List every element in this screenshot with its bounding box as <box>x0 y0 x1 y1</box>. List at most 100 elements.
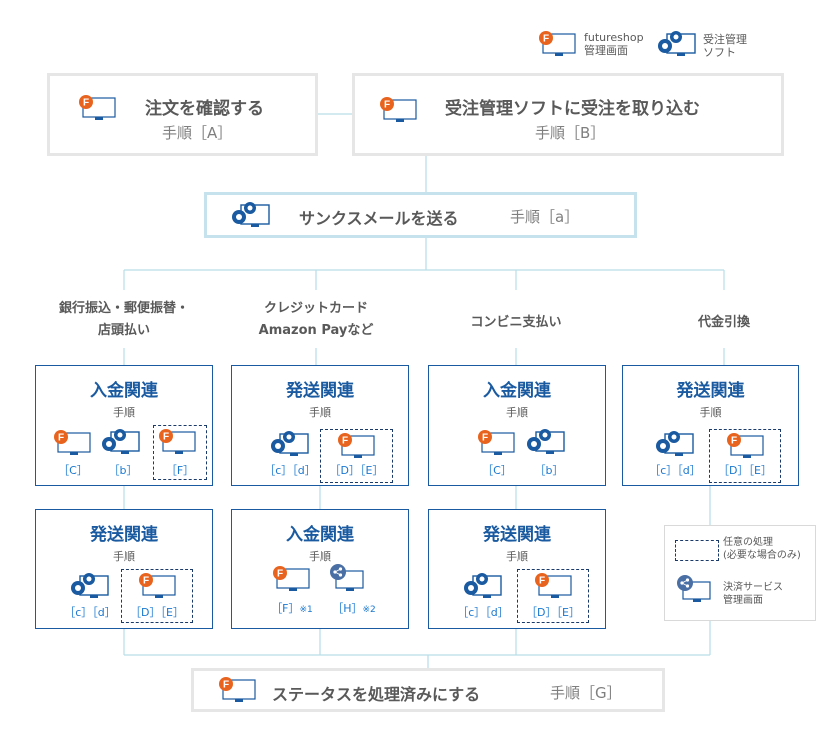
col2-bottom-title: 入金関連 <box>286 525 354 545</box>
payment-service-monitor-icon <box>673 574 713 608</box>
futureshop-monitor-icon: F <box>158 428 198 460</box>
order-software-gear-icon <box>68 570 112 606</box>
legend-optional-swatch <box>675 540 719 561</box>
col2-bottom-label-h: ［H］※2 <box>324 600 384 616</box>
optional-frame: F ［D］［E］ <box>709 429 781 483</box>
col4-shipping-box: 発送関連 手順 ［c］［d］ F ［D］［E］ <box>622 365 799 486</box>
thanks-mail-box: サンクスメールを送る 手順［a］ <box>204 192 637 238</box>
col2-bottom-label-f-text: ［F］ <box>271 602 300 615</box>
svg-text:F: F <box>342 436 348 447</box>
col1-bottom-title: 発送関連 <box>90 525 158 545</box>
legend-soft-label-2: ソフト <box>703 46 736 59</box>
order-software-gear-icon <box>99 426 143 462</box>
legend-futureshop-label-2: 管理画面 <box>584 44 628 57</box>
order-software-gear-icon <box>653 428 697 464</box>
futureshop-monitor-icon: F <box>272 565 312 597</box>
futureshop-monitor-icon: F <box>53 429 93 461</box>
branch-cash-on-delivery: 代金引換 <box>697 315 750 330</box>
step-a-box: F 注文を確認する 手順［A］ <box>47 73 318 156</box>
legend-payment-label-2: 管理画面 <box>723 595 763 606</box>
col2-top-sub: 手順 <box>309 406 331 419</box>
step-a-title: 注文を確認する <box>145 99 264 119</box>
thanks-mail-title: サンクスメールを送る <box>299 209 459 228</box>
col1-bottom-label-de: ［D］［E］ <box>130 606 184 619</box>
step-b-box: F 受注管理ソフトに受注を取り込む 手順［B］ <box>352 73 784 156</box>
col3-bottom-title: 発送関連 <box>483 525 551 545</box>
legend-optional-note: (必要な場合のみ) <box>723 550 801 561</box>
col3-shipping-box: 発送関連 手順 ［c］［d］ F ［D］［E］ <box>428 509 606 629</box>
legend-optional-label: 任意の処理 <box>723 537 773 548</box>
col3-bottom-label-de: ［D］［E］ <box>526 606 580 619</box>
col2-payment-box: 入金関連 手順 F ［F］※1 ［H］※2 <box>231 509 409 629</box>
payment-service-monitor-icon <box>326 563 366 597</box>
svg-text:F: F <box>223 680 229 691</box>
final-step-title: ステータスを処理済みにする <box>272 685 481 704</box>
legend-box: 任意の処理 (必要な場合のみ) 決済サービス 管理画面 <box>664 525 816 621</box>
optional-frame: F ［F］ <box>153 425 207 480</box>
svg-text:F: F <box>384 100 390 111</box>
svg-text:F: F <box>163 432 169 443</box>
order-software-gear-icon <box>268 428 312 464</box>
col2-bottom-note-1: ※1 <box>299 605 313 615</box>
svg-text:F: F <box>58 433 64 444</box>
col3-bottom-label-cd: ［c］［d］ <box>457 606 509 619</box>
thanks-mail-step: 手順［a］ <box>510 208 580 226</box>
col1-bottom-label-cd: ［c］［d］ <box>64 606 116 619</box>
step-b-label: 手順［B］ <box>535 124 606 142</box>
branch-card-line1: クレジットカード <box>263 301 368 316</box>
col1-top-title: 入金関連 <box>90 381 158 401</box>
col1-top-label-f: ［F］ <box>165 464 195 477</box>
order-software-gear-icon <box>461 570 505 606</box>
svg-text:F: F <box>731 436 737 447</box>
col3-bottom-sub: 手順 <box>506 550 528 563</box>
optional-frame: F ［D］［E］ <box>121 569 193 623</box>
futureshop-monitor-icon: F <box>534 572 574 604</box>
futureshop-monitor-icon: F <box>379 96 419 128</box>
col1-top-label-c: ［C］ <box>58 464 88 477</box>
col2-top-label-cd: ［c］［d］ <box>264 464 316 477</box>
svg-text:F: F <box>539 576 545 587</box>
order-software-gear-icon <box>655 28 699 64</box>
step-b-title: 受注管理ソフトに受注を取り込む <box>445 99 700 119</box>
col2-bottom-sub: 手順 <box>309 550 331 563</box>
col1-top-label-b: ［b］ <box>108 464 138 477</box>
col2-top-label-de: ［D］［E］ <box>329 464 384 477</box>
final-step-label: 手順［G］ <box>550 684 622 702</box>
col3-top-label-c: ［C］ <box>482 464 512 477</box>
col1-shipping-box: 発送関連 手順 ［c］［d］ F ［D］［E］ <box>35 509 213 629</box>
branch-bank-transfer: 銀行振込・郵便振替・ 店頭払い <box>34 298 214 342</box>
legend-soft-label: 受注管理 <box>703 33 747 46</box>
col2-bottom-label-f: ［F］※1 <box>262 600 322 616</box>
branch-credit-card: クレジットカード Amazon Payなど <box>226 298 406 342</box>
order-software-gear-icon <box>524 426 568 462</box>
svg-text:F: F <box>143 576 149 587</box>
legend-payment-label: 決済サービス <box>723 582 783 593</box>
col1-payment-box: 入金関連 手順 F ［C］ ［b］ F ［F］ <box>35 365 213 486</box>
final-step-box: F ステータスを処理済みにする 手順［G］ <box>191 668 665 712</box>
order-software-gear-icon <box>229 199 273 235</box>
col4-top-label-cd: ［c］［d］ <box>649 464 701 477</box>
futureshop-monitor-icon: F <box>138 572 178 604</box>
col3-top-sub: 手順 <box>506 406 528 419</box>
col4-top-sub: 手順 <box>699 406 722 419</box>
branch-convenience-store: コンビニ支払い <box>470 315 562 330</box>
col2-bottom-note-2: ※2 <box>362 605 376 615</box>
col2-shipping-box: 発送関連 手順 ［c］［d］ F ［D］［E］ <box>231 365 409 486</box>
col3-top-title: 入金関連 <box>483 381 551 401</box>
svg-text:F: F <box>482 433 488 444</box>
col3-top-label-b: ［b］ <box>534 464 564 477</box>
col2-bottom-label-h-text: ［H］ <box>332 602 363 615</box>
col4-top-label-de: ［D］［E］ <box>718 464 772 477</box>
col1-top-sub: 手順 <box>113 406 135 419</box>
svg-text:F: F <box>277 569 283 580</box>
futureshop-monitor-icon: F <box>218 676 258 708</box>
futureshop-monitor-icon: F <box>337 432 377 464</box>
branch-bank-line1: 銀行振込・郵便振替・ <box>58 301 189 316</box>
step-a-label: 手順［A］ <box>162 124 233 142</box>
branch-card-line2: Amazon Payなど <box>258 323 374 338</box>
futureshop-monitor-icon: F <box>726 432 766 464</box>
col3-payment-box: 入金関連 手順 F ［C］ ［b］ <box>428 365 606 486</box>
optional-frame: F ［D］［E］ <box>320 429 393 483</box>
futureshop-monitor-icon: F <box>78 94 118 126</box>
